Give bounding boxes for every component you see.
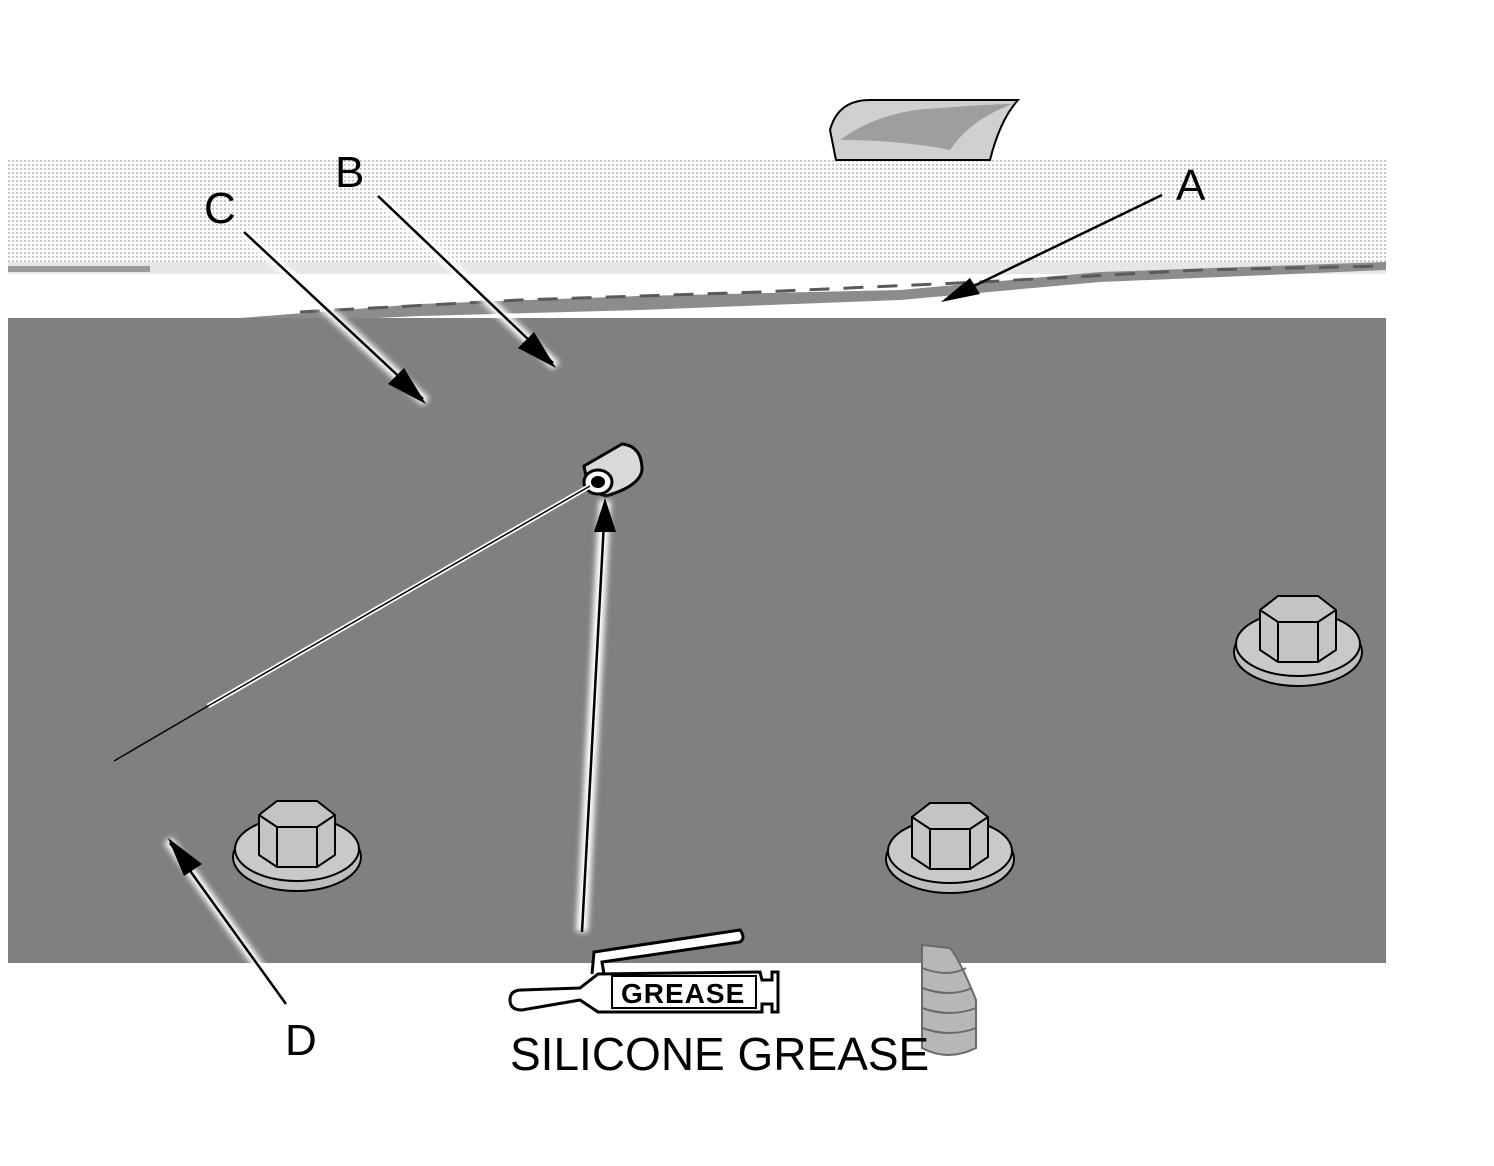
flange-nut-left bbox=[232, 800, 362, 892]
callout-b: B bbox=[335, 148, 364, 197]
flange-nut-right bbox=[1233, 595, 1363, 687]
arrow-b bbox=[374, 192, 560, 370]
main-panel bbox=[8, 318, 1386, 963]
flange-nut-center bbox=[885, 802, 1015, 894]
threaded-stud bbox=[921, 943, 977, 1056]
grease-caption: SILICONE GREASE bbox=[510, 1028, 929, 1080]
callout-c: C bbox=[204, 184, 236, 233]
cap-leader-line bbox=[207, 485, 591, 707]
cap-leader-tail bbox=[113, 705, 209, 762]
callout-a: A bbox=[1176, 161, 1206, 210]
arrow-a bbox=[941, 193, 1163, 302]
arrow-grease bbox=[576, 498, 616, 933]
upper-body-band bbox=[8, 158, 1387, 324]
arrow-d bbox=[163, 837, 291, 1007]
grease-tube-label: GREASE bbox=[621, 978, 745, 1009]
upper-bracket-part bbox=[828, 99, 1021, 161]
callout-d: D bbox=[285, 1016, 317, 1065]
grease-tube-icon: GREASE bbox=[508, 928, 780, 1014]
arrow-c bbox=[240, 228, 430, 406]
